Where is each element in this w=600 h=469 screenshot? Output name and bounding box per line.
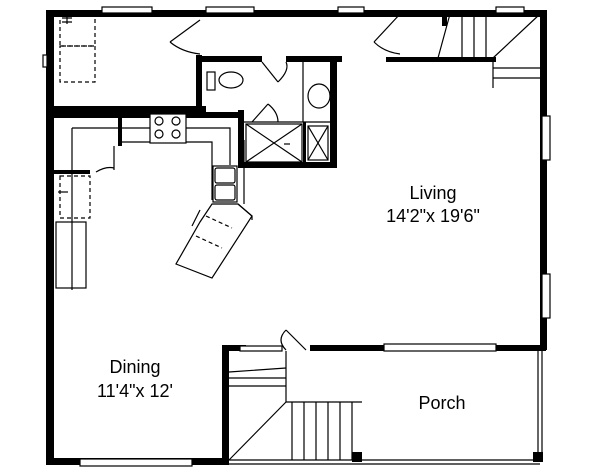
burner-icon bbox=[171, 129, 181, 139]
door-porch[interactable] bbox=[280, 329, 307, 351]
wall-west bbox=[46, 10, 54, 463]
porch-edge bbox=[537, 351, 543, 462]
window bbox=[383, 343, 497, 352]
washer-icon bbox=[59, 11, 96, 47]
wall-stair-west bbox=[222, 345, 229, 465]
stair-treads-icon bbox=[437, 13, 487, 59]
door-bath[interactable] bbox=[261, 61, 279, 83]
wall-pantry bbox=[118, 112, 122, 146]
closet-x bbox=[307, 125, 329, 161]
post-icon bbox=[533, 452, 543, 462]
door-swing-arc bbox=[277, 61, 288, 83]
burner-icon bbox=[154, 129, 164, 139]
wall-bath-west bbox=[238, 110, 244, 168]
peninsula-edge bbox=[237, 203, 253, 220]
bath-divider bbox=[244, 62, 330, 123]
wall-bath-north-a bbox=[200, 56, 262, 62]
post-icon bbox=[352, 452, 362, 462]
window bbox=[541, 273, 551, 319]
sink-icon bbox=[307, 83, 331, 109]
window bbox=[239, 345, 283, 352]
burner-icon bbox=[154, 116, 164, 126]
burner-icon bbox=[171, 116, 181, 126]
stair-diagonal bbox=[228, 401, 287, 461]
counter-lower bbox=[55, 221, 87, 289]
wall-bath-south bbox=[238, 162, 337, 168]
wall-laundry-south bbox=[46, 106, 206, 112]
door-shower[interactable] bbox=[251, 103, 269, 123]
room-dimensions-dining: 11'4"x 12' bbox=[97, 381, 173, 401]
wall-stair-stub bbox=[442, 12, 447, 26]
window bbox=[541, 115, 551, 161]
counter-edge bbox=[72, 127, 231, 165]
window bbox=[101, 6, 153, 14]
double-sink-icon bbox=[212, 165, 238, 203]
lower-stairs bbox=[228, 329, 362, 462]
window bbox=[42, 54, 48, 68]
window bbox=[495, 6, 525, 14]
wall-porch-north-a bbox=[222, 345, 246, 351]
wall-east bbox=[540, 10, 547, 350]
stair-treads-icon bbox=[291, 402, 353, 460]
toilet-tank-icon bbox=[206, 71, 216, 91]
room-name-porch: Porch bbox=[418, 393, 465, 413]
porch-edge bbox=[229, 459, 540, 465]
stair-rail bbox=[285, 351, 362, 403]
door-laundry[interactable] bbox=[169, 19, 201, 43]
door-entry-north[interactable] bbox=[373, 13, 401, 55]
door-swing-arc bbox=[267, 103, 279, 123]
window bbox=[337, 6, 365, 14]
upper-stairs bbox=[373, 12, 541, 88]
counter-edge bbox=[122, 141, 213, 200]
laundry-room bbox=[46, 11, 206, 112]
kitchen bbox=[46, 112, 253, 290]
windows bbox=[42, 6, 551, 467]
vent-icon bbox=[62, 16, 72, 24]
dishwasher-icon bbox=[195, 215, 233, 249]
door-pantry[interactable] bbox=[95, 166, 115, 173]
room-dimensions-living: 14'2"x 19'6" bbox=[386, 206, 480, 226]
stair-landing-icon bbox=[492, 13, 541, 88]
wall-laundry-east bbox=[196, 55, 202, 112]
wall-bath-north-b bbox=[286, 56, 342, 62]
room-name-living: Living bbox=[409, 183, 456, 203]
porch bbox=[229, 351, 543, 465]
kitchen-peninsula bbox=[175, 203, 253, 279]
window bbox=[79, 458, 193, 467]
refrigerator-icon bbox=[59, 175, 91, 219]
room-name-dining: Dining bbox=[109, 357, 160, 377]
wall-bath-east bbox=[330, 56, 337, 168]
stair-treads-icon bbox=[228, 367, 287, 387]
closet-icon bbox=[307, 125, 329, 161]
bathroom bbox=[200, 56, 342, 168]
window bbox=[205, 6, 255, 14]
shower-icon bbox=[245, 123, 303, 163]
peninsula-bar bbox=[191, 209, 201, 227]
shower-x bbox=[245, 123, 303, 163]
wall-stair-south bbox=[386, 57, 496, 62]
wall-north bbox=[46, 10, 546, 17]
dryer-icon bbox=[59, 45, 96, 83]
sink-basin bbox=[214, 184, 236, 201]
sink-basin bbox=[214, 167, 236, 184]
wall-kitchen-north bbox=[46, 112, 242, 118]
wall-closet bbox=[303, 122, 306, 162]
toilet-icon bbox=[218, 71, 244, 89]
door-swing-arc bbox=[169, 41, 201, 55]
